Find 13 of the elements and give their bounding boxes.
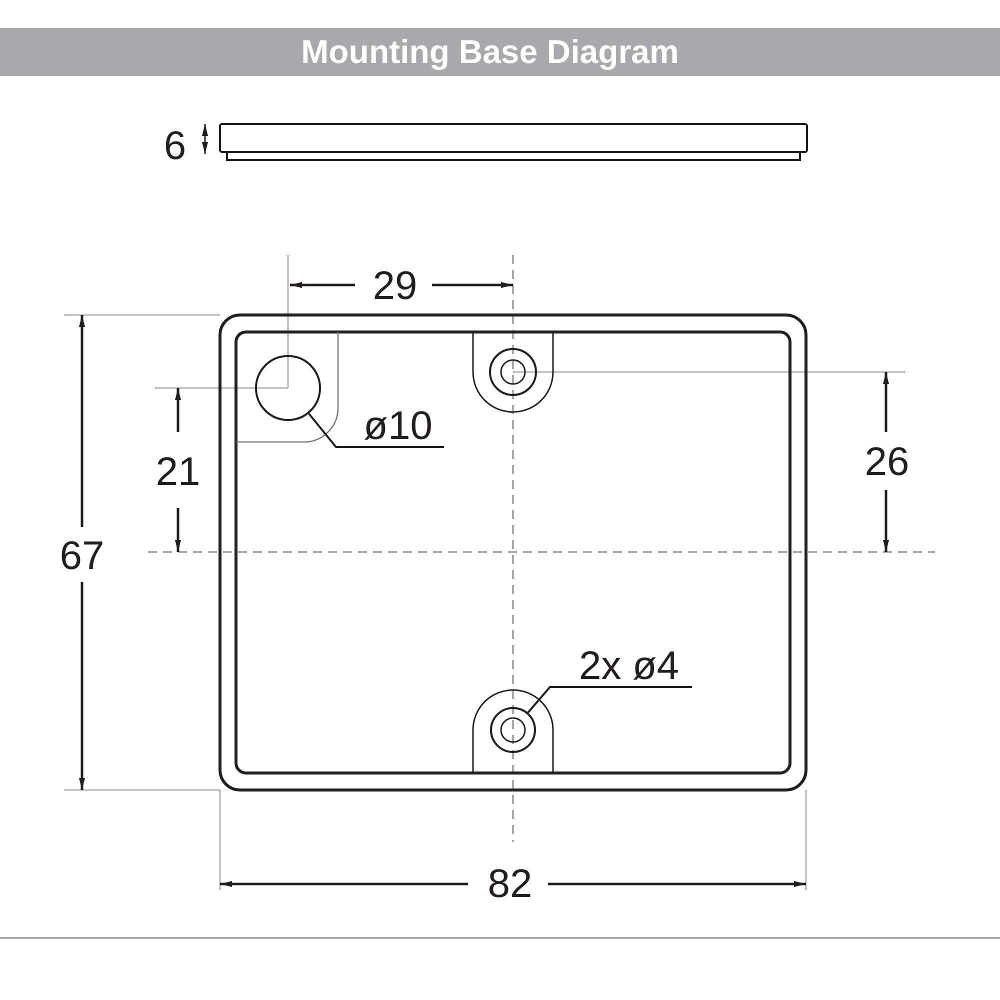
leader-line xyxy=(308,412,444,448)
dimension-label: 6 xyxy=(162,126,188,166)
dimension-label: 82 xyxy=(486,864,534,904)
dimension-label: 26 xyxy=(864,442,910,482)
leader-line xyxy=(527,686,692,714)
callout-label: ø10 xyxy=(352,406,444,446)
callout-label: 2x ø4 xyxy=(566,646,692,686)
dimension-label: 29 xyxy=(372,266,418,306)
dimension-label: 67 xyxy=(58,536,106,576)
hole xyxy=(490,707,536,753)
dimension-label: 21 xyxy=(154,452,202,492)
diagram-title: Mounting Base Diagram xyxy=(301,33,679,71)
hole xyxy=(255,355,321,421)
